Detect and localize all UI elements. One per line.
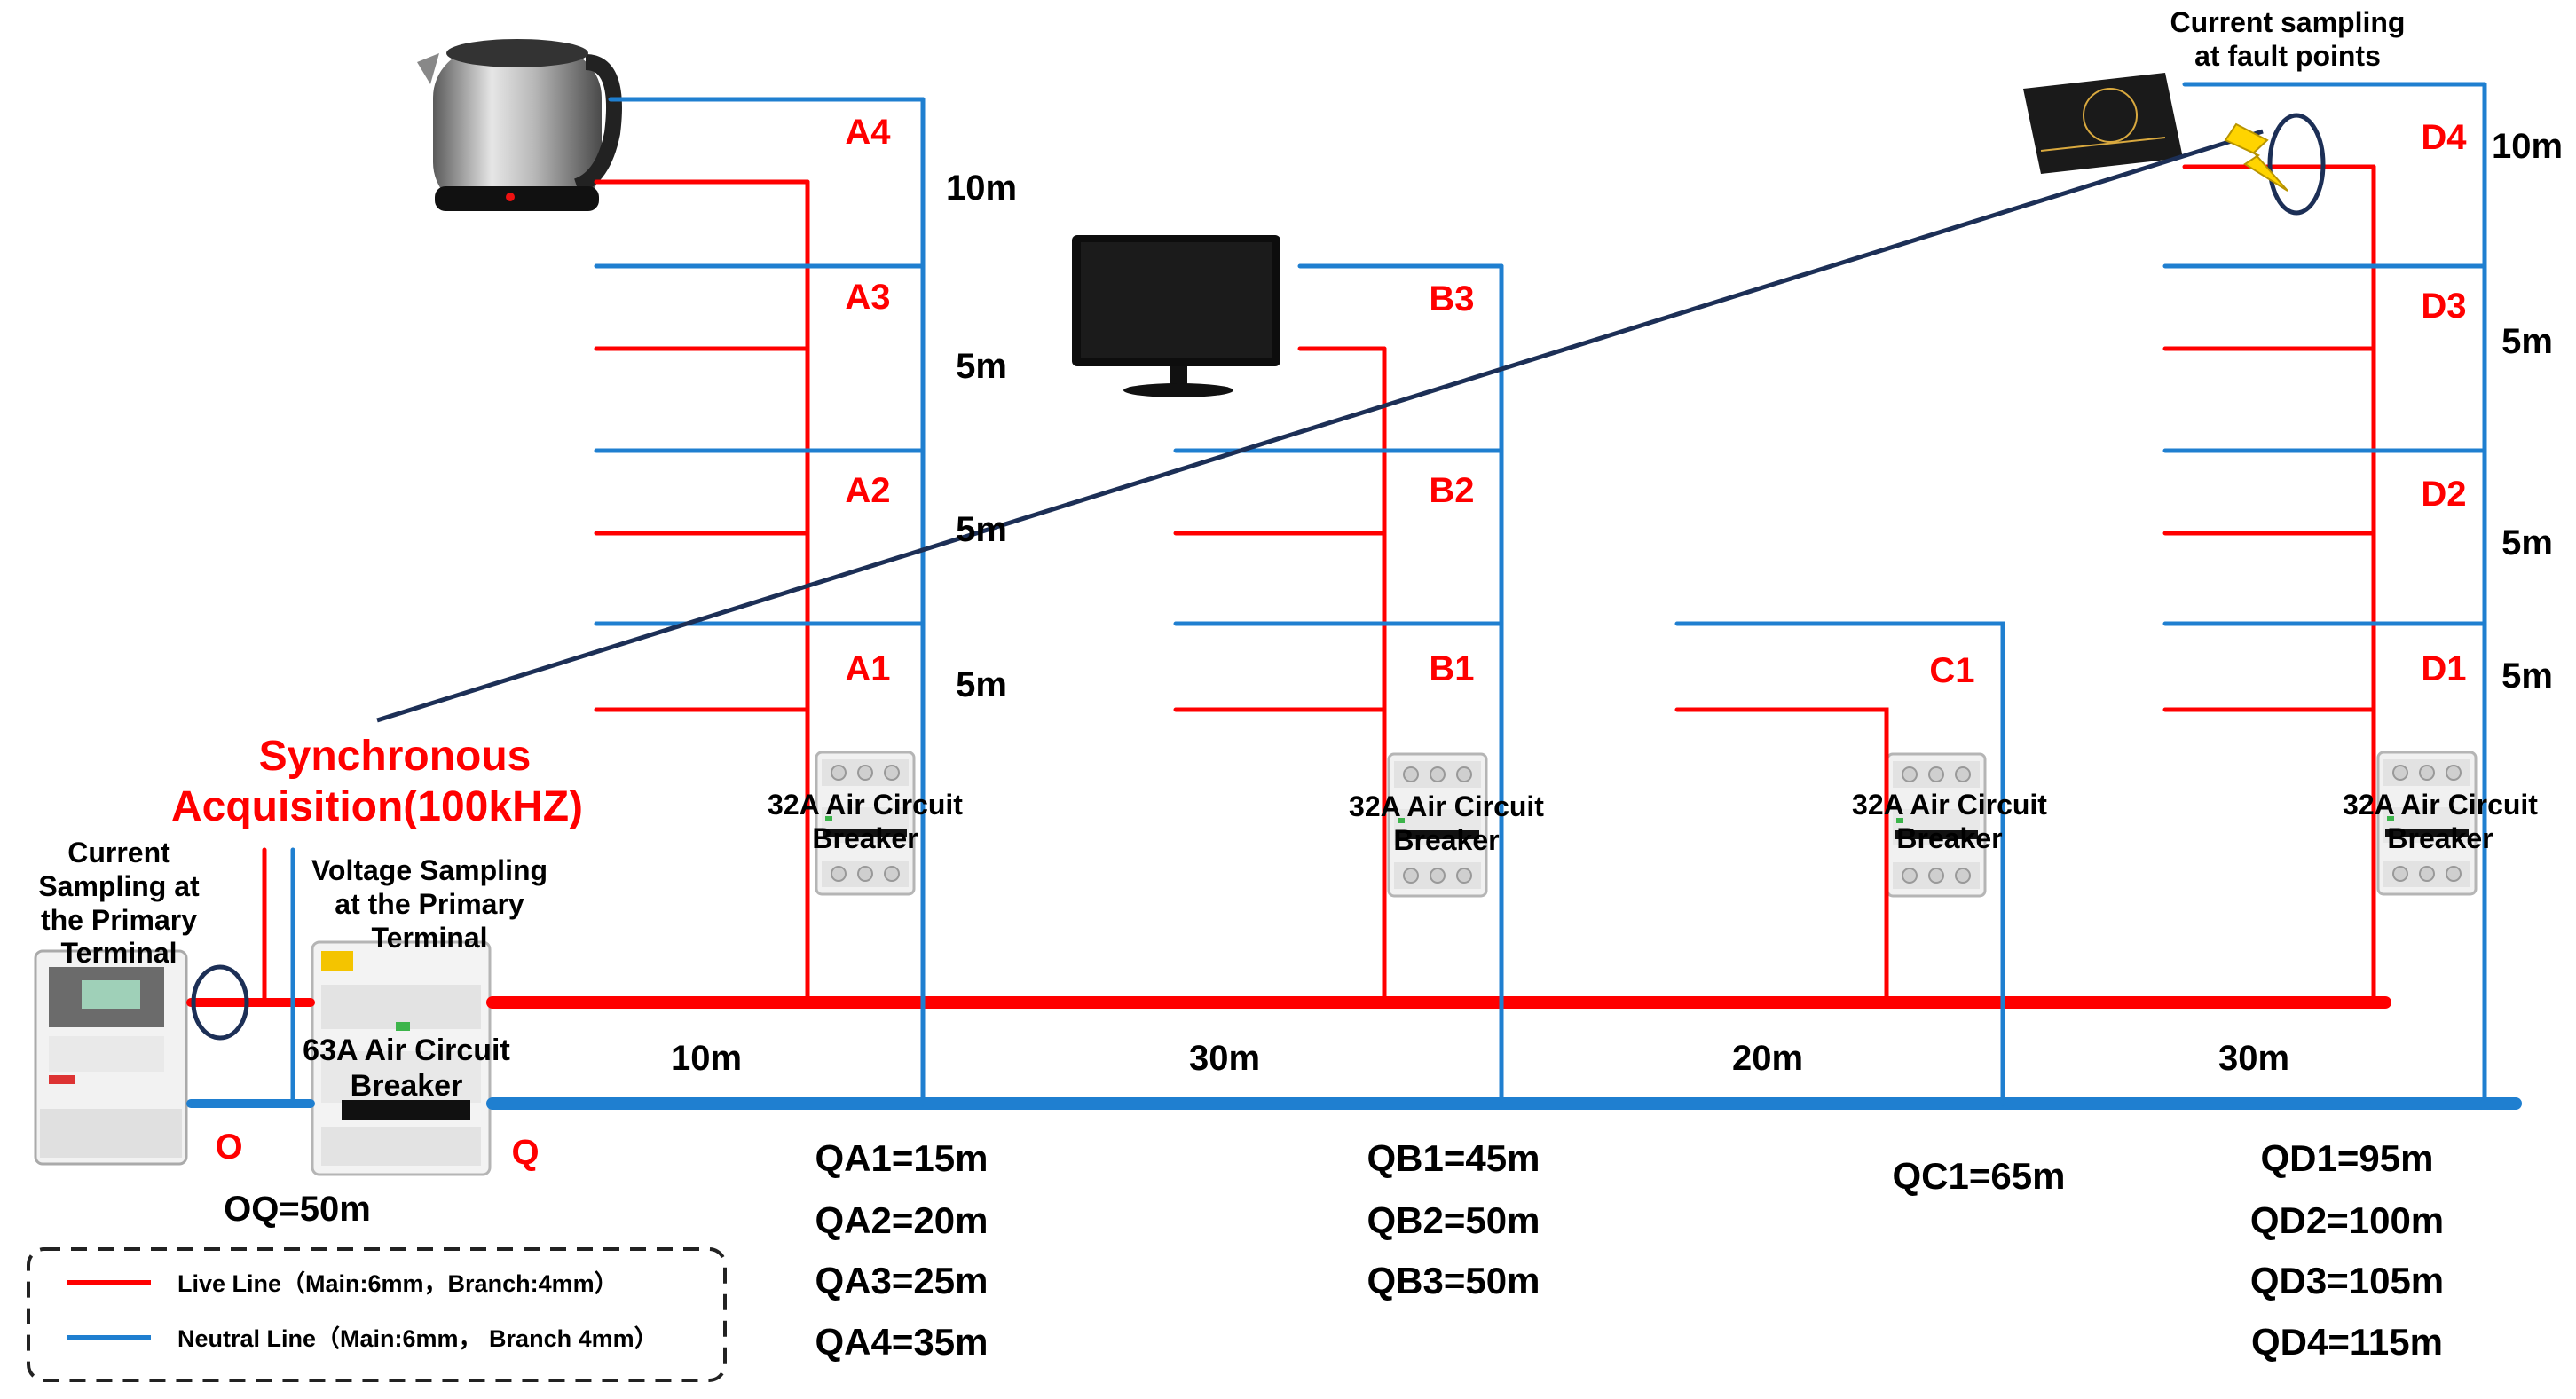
point-q-label: Q bbox=[511, 1133, 539, 1172]
fault-label-line1: Current sampling bbox=[2170, 6, 2406, 38]
spacing-a2: 5m bbox=[956, 510, 1007, 549]
main-segment-1: 10m bbox=[671, 1039, 742, 1078]
spacing-d3: 5m bbox=[2501, 322, 2553, 361]
label-b3: B3 bbox=[1429, 279, 1474, 318]
breaker-d-line1: 32A Air Circuit bbox=[2343, 789, 2538, 821]
spacing-d4: 10m bbox=[2492, 127, 2563, 166]
distance-qd4: QD4=115m bbox=[2251, 1321, 2443, 1363]
label-d3: D3 bbox=[2421, 287, 2466, 326]
wiring bbox=[186, 82, 2522, 1110]
sync-title-line1: Synchronous bbox=[259, 733, 532, 780]
distance-qa1: QA1=15m bbox=[815, 1137, 989, 1179]
legend: Live Line（Main:6mm，Branch:4mm） Neutral L… bbox=[27, 1247, 727, 1382]
distance-qb3: QB3=50m bbox=[1367, 1260, 1540, 1301]
oq-distance-label: OQ=50m bbox=[224, 1190, 371, 1229]
electric-meter-icon bbox=[34, 949, 188, 1166]
breaker-d-line2: Breaker bbox=[2387, 822, 2493, 854]
induction-cooker-icon bbox=[2023, 73, 2183, 174]
distance-qd2: QD2=100m bbox=[2250, 1199, 2444, 1241]
label-b2: B2 bbox=[1429, 471, 1474, 510]
main-breaker-icon bbox=[311, 940, 492, 1176]
label-a3: A3 bbox=[845, 278, 890, 317]
label-a4: A4 bbox=[845, 113, 891, 152]
primary-current-line3: the Primary bbox=[41, 904, 197, 936]
primary-voltage-line2: at the Primary bbox=[335, 888, 524, 920]
distance-qd3: QD3=105m bbox=[2250, 1260, 2444, 1301]
breaker-b-line2: Breaker bbox=[1393, 824, 1499, 856]
spacing-a3: 5m bbox=[956, 347, 1007, 386]
primary-current-line2: Sampling at bbox=[38, 870, 200, 902]
fault-lightning-icon bbox=[2224, 122, 2288, 192]
primary-ct-ring-icon bbox=[191, 964, 249, 1041]
primary-current-line4: Terminal bbox=[61, 937, 177, 969]
distance-qa3: QA3=25m bbox=[815, 1260, 989, 1301]
sync-title-line2: Acquisition(100kHZ) bbox=[171, 783, 583, 830]
main-segment-4: 30m bbox=[2218, 1039, 2289, 1078]
branch-c-neutral bbox=[1674, 621, 2005, 1106]
legend-live-label: Live Line（Main:6mm，Branch:4mm） bbox=[177, 1270, 618, 1297]
primary-voltage-line3: Terminal bbox=[372, 922, 488, 954]
breaker-c-line2: Breaker bbox=[1896, 822, 2002, 854]
distance-qa2: QA2=20m bbox=[815, 1199, 989, 1241]
label-a2: A2 bbox=[845, 471, 890, 510]
spacing-d2: 5m bbox=[2501, 523, 2553, 562]
breaker-a-line1: 32A Air Circuit bbox=[768, 789, 963, 821]
main-segment-2: 30m bbox=[1189, 1039, 1260, 1078]
distance-qa4: QA4=35m bbox=[815, 1321, 989, 1363]
fault-ct-ring-icon bbox=[2267, 113, 2326, 216]
kettle-icon bbox=[417, 39, 622, 211]
primary-voltage-line1: Voltage Sampling bbox=[311, 854, 547, 886]
distance-qd1: QD1=95m bbox=[2261, 1137, 2434, 1179]
breaker-c-line1: 32A Air Circuit bbox=[1852, 789, 2047, 821]
monitor-icon bbox=[1072, 235, 1280, 397]
spacing-d1: 5m bbox=[2501, 656, 2553, 696]
primary-current-line1: Current bbox=[67, 837, 170, 868]
main-breaker-line2: Breaker bbox=[351, 1069, 463, 1103]
main-breaker-line1: 63A Air Circuit bbox=[303, 1034, 510, 1067]
legend-neutral-label: Neutral Line（Main:6mm， Branch 4mm） bbox=[177, 1325, 658, 1352]
fault-label-line2: at fault points bbox=[2194, 40, 2381, 72]
point-o-label: O bbox=[215, 1128, 242, 1167]
distance-qb2: QB2=50m bbox=[1367, 1199, 1540, 1241]
label-d1: D1 bbox=[2421, 649, 2466, 688]
legend-frame bbox=[27, 1247, 727, 1382]
label-a1: A1 bbox=[845, 649, 890, 688]
breaker-b-line1: 32A Air Circuit bbox=[1349, 790, 1544, 822]
main-segment-3: 20m bbox=[1732, 1039, 1803, 1078]
label-c1: C1 bbox=[1929, 651, 1974, 690]
spacing-a1: 5m bbox=[956, 665, 1007, 704]
label-b1: B1 bbox=[1429, 649, 1474, 688]
distance-qb1: QB1=45m bbox=[1367, 1137, 1540, 1179]
branch-c-live bbox=[1674, 707, 1889, 1005]
sync-probe-line bbox=[376, 129, 2264, 723]
label-d4: D4 bbox=[2421, 118, 2467, 157]
label-d2: D2 bbox=[2421, 475, 2466, 514]
distance-qc1: QC1=65m bbox=[1893, 1155, 2066, 1197]
breaker-a-line2: Breaker bbox=[812, 822, 918, 854]
spacing-a4: 10m bbox=[946, 169, 1017, 208]
